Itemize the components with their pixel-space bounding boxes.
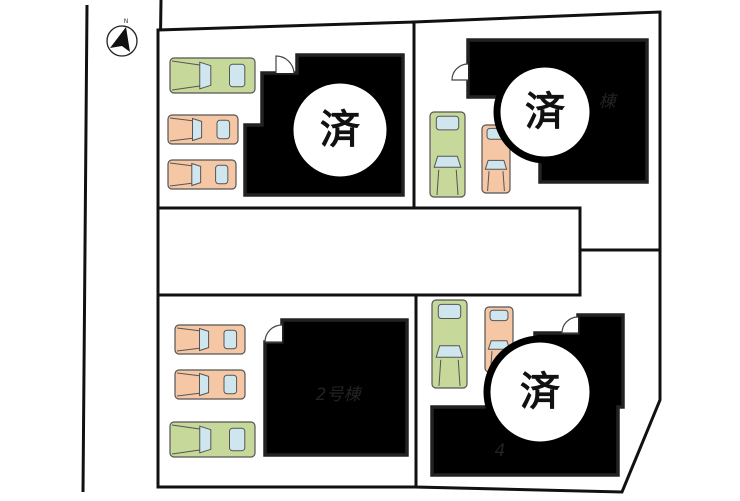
door-icon bbox=[561, 316, 579, 334]
car-icon bbox=[167, 159, 237, 190]
car-icon bbox=[174, 369, 246, 400]
sold-stamp: 済 bbox=[483, 335, 597, 449]
car-icon bbox=[169, 57, 256, 94]
house-label: 2号棟 bbox=[316, 385, 364, 405]
sold-stamp: 済 bbox=[286, 76, 394, 184]
car-icon bbox=[429, 111, 466, 198]
house-label-partial: 4 bbox=[495, 441, 506, 461]
car-icon bbox=[431, 299, 468, 389]
car-icon bbox=[169, 421, 256, 458]
svg-text:済: 済 bbox=[320, 107, 361, 153]
house-label-partial: 棟 bbox=[599, 92, 619, 112]
door-icon bbox=[275, 55, 295, 74]
car-icon bbox=[167, 114, 239, 145]
door-icon bbox=[264, 324, 283, 343]
sold-stamp: 済 bbox=[493, 60, 597, 164]
svg-text:N: N bbox=[124, 18, 129, 25]
svg-text:済: 済 bbox=[520, 369, 561, 415]
north-arrow-icon: N bbox=[106, 18, 138, 57]
car-icon bbox=[174, 324, 246, 355]
central-driveway bbox=[156, 206, 582, 297]
door-icon bbox=[451, 63, 469, 81]
svg-text:済: 済 bbox=[525, 89, 566, 135]
road-edge-left bbox=[81, 4, 89, 493]
